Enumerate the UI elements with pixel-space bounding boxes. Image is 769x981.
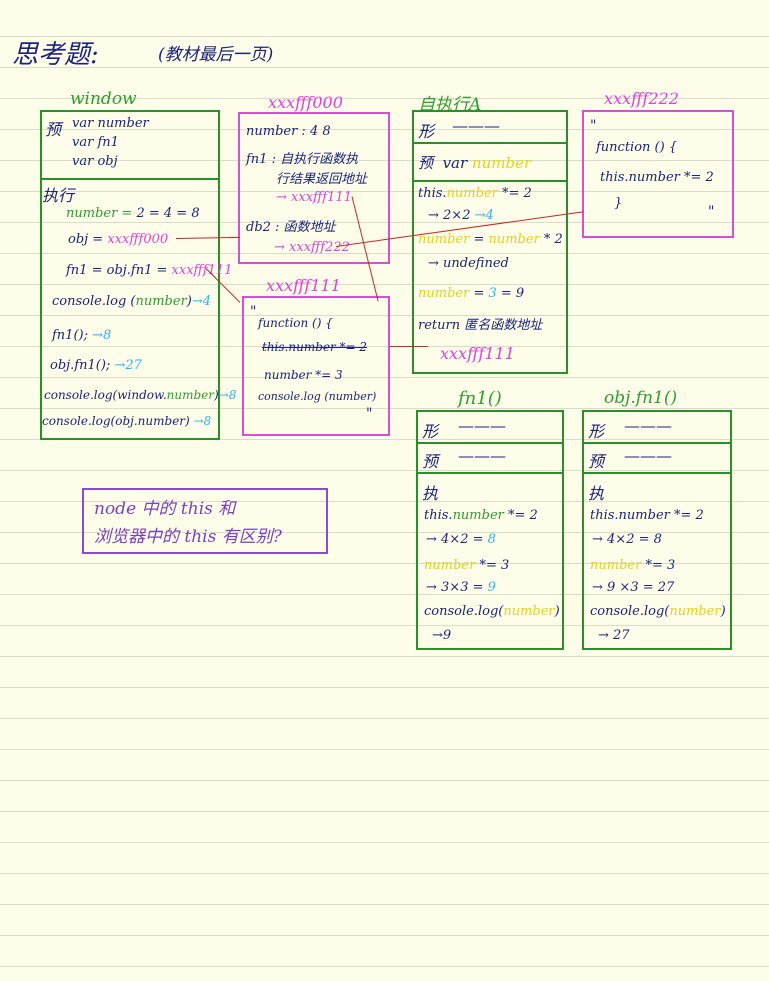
heap000-line: → xxxfff111 (276, 190, 352, 205)
fn1-call-row-label: 预 (422, 452, 439, 471)
divider (416, 472, 562, 474)
heap111-line: console.log (number) (258, 390, 377, 403)
heap000-line: db2 : 函数地址 (246, 220, 336, 235)
objfn1-call-label: obj.fn1() (604, 388, 678, 408)
window-pre-line: var obj (72, 154, 118, 169)
heap222-quote: " (590, 118, 597, 134)
question-text: node 中的 this 和 (94, 499, 236, 519)
window-pre-label: 预 (45, 120, 62, 139)
selfexec-row: return 匿名函数地址 (418, 318, 543, 333)
heap111-quote: " (366, 406, 373, 422)
fn1-call-line: number *= 3 (424, 558, 510, 573)
window-box-label: window (70, 89, 137, 109)
objfn1-call-row-value: ——— (624, 446, 672, 465)
divider (412, 180, 566, 182)
heap111-label: xxxfff111 (266, 276, 341, 295)
connector-line (390, 346, 428, 347)
objfn1-call-row-label: 形 (588, 422, 605, 441)
objfn1-call-row-label: 预 (588, 452, 605, 471)
fn1-call-row-label: 形 (422, 422, 439, 441)
window-exec-line: console.log(obj.number) →8 (42, 414, 212, 428)
heap111-line: number *= 3 (264, 368, 343, 382)
window-pre-line: var number (72, 116, 149, 131)
heap000-line: number : 4 8 (246, 124, 331, 139)
heap111-quote: " (250, 304, 257, 320)
fn1-call-label: fn1() (458, 388, 502, 409)
objfn1-call-line: → 27 (598, 628, 630, 643)
objfn1-call-line: → 9 ×3 = 27 (592, 580, 675, 595)
heap111-line: function () { (258, 316, 333, 330)
heap000-label: xxxfff000 (268, 93, 343, 112)
question-box (82, 488, 328, 554)
fn1-call-line: →9 (432, 628, 452, 643)
fn1-call-line: console.log(number) (424, 604, 560, 619)
objfn1-call-line: console.log(number) (590, 604, 726, 619)
heap000-line: 行结果返回地址 (276, 172, 368, 187)
fn1-call-line: → 3×3 = 9 (426, 580, 496, 595)
divider (582, 472, 730, 474)
window-exec-line: console.log (number)→4 (52, 294, 212, 309)
selfexec-row-label: 形 (418, 122, 435, 141)
window-exec-line: obj = xxxfff000 (68, 232, 169, 247)
selfexec-row: 预 var number (418, 154, 532, 172)
window-exec-line: fn1(); →8 (52, 328, 112, 343)
heap222-line: } (614, 196, 623, 211)
objfn1-call-line: → 4×2 = 8 (592, 532, 662, 547)
selfexec-row: → undefined (428, 256, 509, 271)
heap111-box (242, 296, 390, 436)
heap000-line: fn1 : 自执行函数执 (246, 152, 359, 167)
heap000-box (238, 112, 390, 264)
heap222-line: function () { (596, 140, 678, 155)
fn1-call-line: → 4×2 = 8 (426, 532, 496, 547)
selfexec-row: xxxfff111 (440, 344, 515, 363)
selfexec-row: this.number *= 2 (418, 186, 532, 201)
window-exec-line: console.log(window.number)→8 (44, 388, 237, 402)
divider (582, 442, 730, 444)
objfn1-call-line: number *= 3 (590, 558, 676, 573)
question-text: 浏览器中的 this 有区别? (94, 527, 282, 547)
heap222-label: xxxfff222 (604, 89, 679, 108)
objfn1-call-box (582, 410, 732, 650)
selfexec-row: → 2×2 →4 (428, 208, 494, 223)
objfn1-call-row-value: ——— (624, 416, 672, 435)
window-box (40, 110, 220, 440)
heap111-line: this.number *= 2 (262, 340, 368, 354)
divider (416, 442, 562, 444)
selfexec-row: number = number * 2 (418, 232, 563, 247)
window-exec-line: fn1 = obj.fn1 = xxxfff111 (66, 263, 233, 278)
selfexec-box (412, 110, 568, 374)
fn1-call-row-value: ——— (458, 416, 506, 435)
window-exec-label: 执行 (42, 186, 75, 205)
window-exec-line: number = 2 = 4 = 8 (66, 206, 200, 221)
heap222-line: this.number *= 2 (600, 170, 714, 185)
divider (412, 142, 566, 144)
selfexec-row-value: ——— (452, 116, 500, 135)
heap000-line: → xxxfff222 (274, 240, 350, 255)
fn1-call-line: this.number *= 2 (424, 508, 538, 523)
window-pre-line: var fn1 (72, 135, 119, 150)
fn1-call-box (416, 410, 564, 650)
page-title: 思考题: (12, 40, 99, 70)
divider (40, 178, 218, 180)
fn1-call-row-label: 执 (422, 484, 439, 503)
window-exec-line: obj.fn1(); →27 (50, 358, 142, 373)
selfexec-row: number = 3 = 9 (418, 286, 525, 301)
page-subtitle: (教材最后一页) (158, 45, 274, 65)
objfn1-call-line: this.number *= 2 (590, 508, 704, 523)
heap222-box (582, 110, 734, 238)
fn1-call-row-value: ——— (458, 446, 506, 465)
heap222-quote: " (708, 204, 715, 220)
objfn1-call-row-label: 执 (588, 484, 605, 503)
